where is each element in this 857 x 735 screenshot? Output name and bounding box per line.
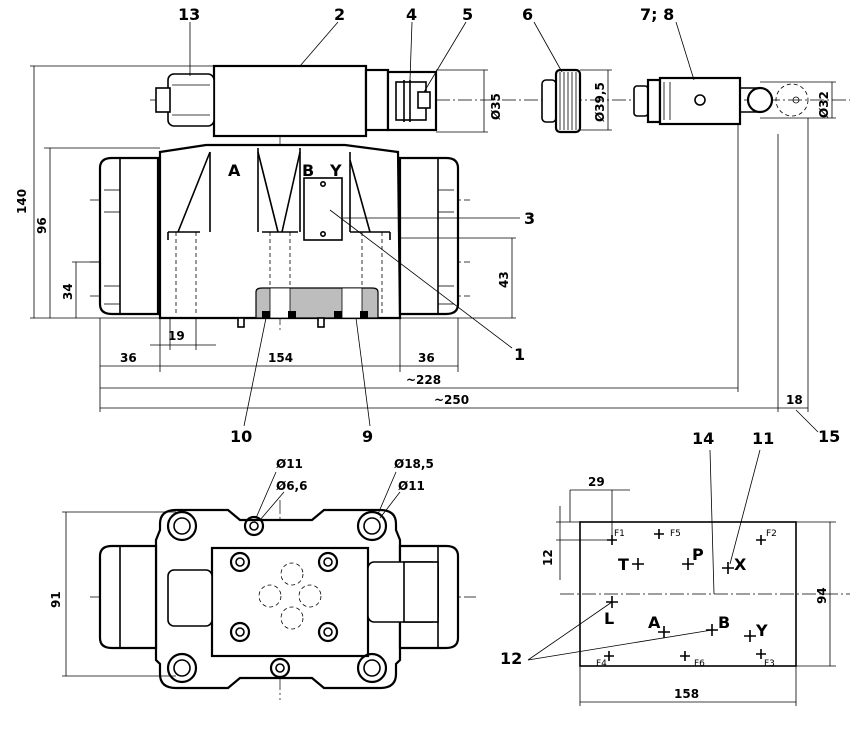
callout-15: 15 [818,427,840,446]
callout-14: 14 [692,429,714,448]
port-x: X [734,555,747,574]
dim-36-left: 36 [120,351,137,365]
dim-250: ~250 [434,393,469,407]
stroke-limiter [633,76,809,126]
port-y-side: Y [329,161,342,180]
interface-view [527,449,850,706]
dim-43: 43 [497,271,511,288]
o-ring [334,311,342,318]
o-ring [360,311,368,318]
interface-outline [579,521,797,667]
dim-12: 12 [541,549,555,566]
port-l: L [604,609,614,628]
callout-12: 12 [500,649,522,668]
dim-19: 19 [168,329,185,343]
port-b-side: B [302,161,314,180]
dim-dia39-5: Ø39,5 [593,82,607,122]
callout-5: 5 [462,5,473,24]
port-a: A [648,613,661,632]
plug-connector [364,68,390,132]
port-b: B [718,613,730,632]
port-labels-side: A B Y [228,161,342,180]
dim-34: 34 [61,283,75,300]
fixing-f4: F4 [596,659,607,669]
dim-154: 154 [268,351,293,365]
o-ring [288,311,296,318]
callout-3: 3 [524,209,535,228]
dim-dia32: Ø32 [817,91,831,118]
fixing-f5: F5 [670,529,681,539]
dim-29: 29 [588,475,605,489]
dim-36-right: 36 [418,351,435,365]
dim-dia18-5: Ø18,5 [394,457,434,471]
callout-11: 11 [752,429,774,448]
fixing-f1: F1 [614,529,625,539]
front-view [30,21,850,433]
callout-1: 1 [514,345,525,364]
mounting-screw [356,510,388,542]
mounting-screw [166,652,198,684]
callout-9: 9 [362,427,373,446]
pilot-valve-housing [212,64,368,138]
dim-158: 158 [674,687,699,701]
cover-plate [303,177,343,241]
mounting-screw [166,510,198,542]
dim-dia11-a: Ø11 [276,457,303,471]
bottom-view [62,471,476,700]
callout-labels: 13 2 4 5 6 7; 8 3 1 10 9 15 14 11 12 [178,5,840,668]
dim-94: 94 [815,587,829,604]
dim-18: 18 [786,393,803,407]
dim-dia35: Ø35 [489,93,503,120]
port-t: T [618,555,629,574]
end-cap-left [98,156,160,316]
dim-96: 96 [35,217,49,234]
port-labels-interface: T P X L A B Y F1 F5 F2 F4 F6 F3 [596,529,777,669]
hand-knob [541,68,582,134]
callout-2: 2 [334,5,345,24]
end-cap-right [398,156,460,316]
dimension-labels: 140 96 34 43 Ø35 Ø39,5 Ø32 19 36 154 36 … [15,82,831,701]
callout-13: 13 [178,5,200,24]
dim-140: 140 [15,189,29,214]
fixing-f6: F6 [694,659,705,669]
o-ring [262,311,270,318]
callout-7-8: 7; 8 [640,5,674,24]
dim-228: ~228 [406,373,441,387]
port-a-side: A [228,161,241,180]
callout-4: 4 [406,5,417,24]
dim-dia11-b: Ø11 [398,479,425,493]
pilot-screw [243,515,265,537]
fixing-f2: F2 [766,529,777,539]
dim-dia6-6: Ø6,6 [276,479,307,493]
hex-nut [167,73,215,127]
callout-10: 10 [230,427,252,446]
port-y: Y [755,621,768,640]
mounting-screw [356,652,388,684]
fixing-f3: F3 [764,659,775,669]
port-p: P [692,545,704,564]
dim-91: 91 [49,591,63,608]
callout-6: 6 [522,5,533,24]
pilot-screw [269,657,291,679]
